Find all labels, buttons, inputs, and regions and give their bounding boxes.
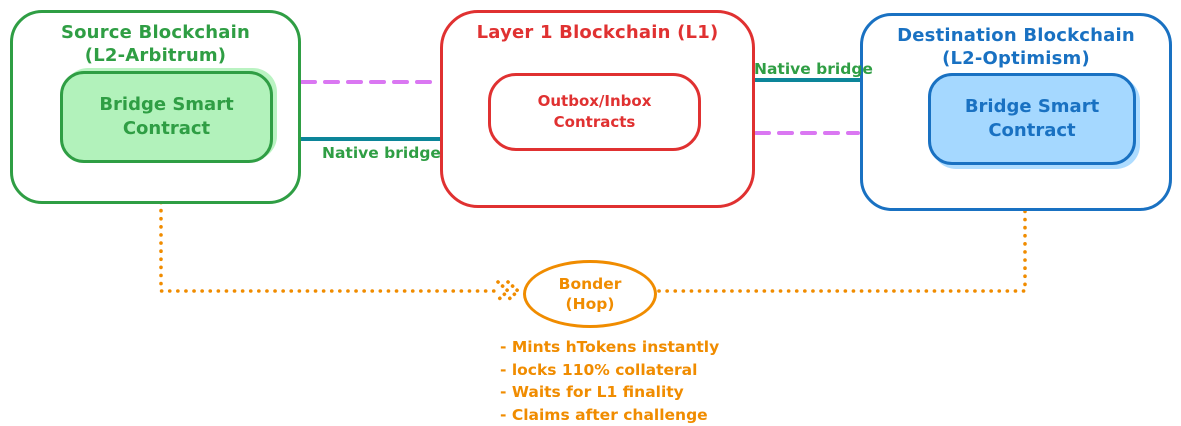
l1-title-line1: Layer 1 Blockchain (L1) <box>476 22 719 43</box>
bonder-name-line1: Bonder <box>558 275 622 293</box>
source-title-line2: (L2-Arbitrum) <box>84 45 227 66</box>
bonder-note-item: - Waits for L1 finality <box>500 383 684 401</box>
destination-blockchain-box: Destination Blockchain (L2-Optimism) Bri… <box>860 13 1172 211</box>
destination-title-line1: Destination Blockchain <box>897 25 1135 46</box>
l1-destination-native-bridge-label: Native bridge <box>754 60 873 78</box>
bonder-note-item: - locks 110% collateral <box>500 360 698 379</box>
l1-outbox-inbox-contracts-box: Outbox/Inbox Contracts <box>488 73 701 151</box>
bonder-notes-list: - Mints hTokens instantly - locks 110% c… <box>500 336 719 426</box>
bonder-arrowhead-icon <box>496 280 521 302</box>
l1-outbox-inbox-contracts-label: Outbox/Inbox Contracts <box>537 92 652 131</box>
source-bridge-smart-contract-label: Bridge Smart Contract <box>99 94 234 139</box>
source-blockchain-box: Source Blockchain (L2-Arbitrum) Bridge S… <box>10 10 301 204</box>
source-l1-native-bridge-label: Native bridge <box>322 144 441 162</box>
source-title-line1: Source Blockchain <box>60 22 251 43</box>
l1-blockchain-box: Layer 1 Blockchain (L1) Outbox/Inbox Con… <box>440 10 755 208</box>
bonder-name-line2: (Hop) <box>565 295 615 313</box>
destination-title-line2: (L2-Optimism) <box>942 48 1090 69</box>
source-bridge-smart-contract-box: Bridge Smart Contract <box>60 71 273 163</box>
destination-bridge-smart-contract-box: Bridge Smart Contract <box>928 73 1136 165</box>
source-blockchain-title: Source Blockchain (L2-Arbitrum) <box>13 13 298 67</box>
destination-bridge-smart-contract-label: Bridge Smart Contract <box>964 96 1100 141</box>
bonder-note-item: - Claims after challenge <box>500 405 708 424</box>
bonder-hop-node: Bonder (Hop) <box>523 260 657 328</box>
bonder-note-item: - Mints hTokens instantly <box>500 338 720 356</box>
l1-blockchain-title: Layer 1 Blockchain (L1) <box>443 13 752 44</box>
destination-blockchain-title: Destination Blockchain (L2-Optimism) <box>863 16 1169 70</box>
